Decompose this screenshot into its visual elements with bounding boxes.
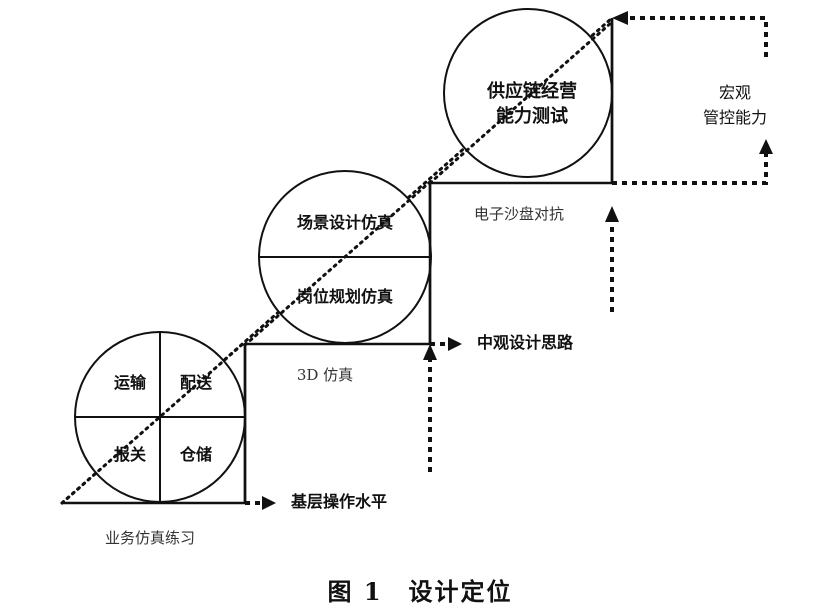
- label-3d-simulation: 3D 仿真: [297, 366, 353, 384]
- arrow-to-basic-level: [245, 496, 276, 510]
- quadrant-warehousing: 仓储: [179, 445, 212, 464]
- label-sandbox: 电子沙盘对抗: [474, 205, 564, 223]
- half-scene-design: 场景设计仿真: [297, 213, 393, 232]
- circle-line-1: 供应链经营: [486, 80, 577, 102]
- arrow-to-macro-level: [605, 139, 773, 312]
- stage2-circle: 场景设计仿真 岗位规划仿真: [243, 170, 433, 347]
- circle-line-2: 能力测试: [496, 105, 568, 127]
- stage1-circle: 运输 配送 报关 仓储: [60, 331, 247, 505]
- label-basic-operation: 基层操作水平: [290, 492, 387, 511]
- stage3-circle: 供应链经营 能力测试: [428, 8, 614, 185]
- label-business-simulation: 业务仿真练习: [105, 529, 195, 547]
- half-post-planning: 岗位规划仿真: [297, 287, 393, 306]
- arrow-to-mid-level: [423, 337, 462, 472]
- label-macro: 宏观: [719, 83, 751, 102]
- quadrant-customs: 报关: [114, 445, 146, 464]
- label-control-capability: 管控能力: [703, 108, 767, 127]
- staircase-risers: [243, 18, 614, 503]
- figure-caption: 图 1 设计定位: [327, 577, 512, 606]
- arrow-loop-top: [612, 11, 768, 57]
- label-mid-design: 中观设计思路: [477, 333, 574, 352]
- quadrant-distribution: 配送: [180, 373, 213, 392]
- quadrant-transport: 运输: [114, 373, 147, 392]
